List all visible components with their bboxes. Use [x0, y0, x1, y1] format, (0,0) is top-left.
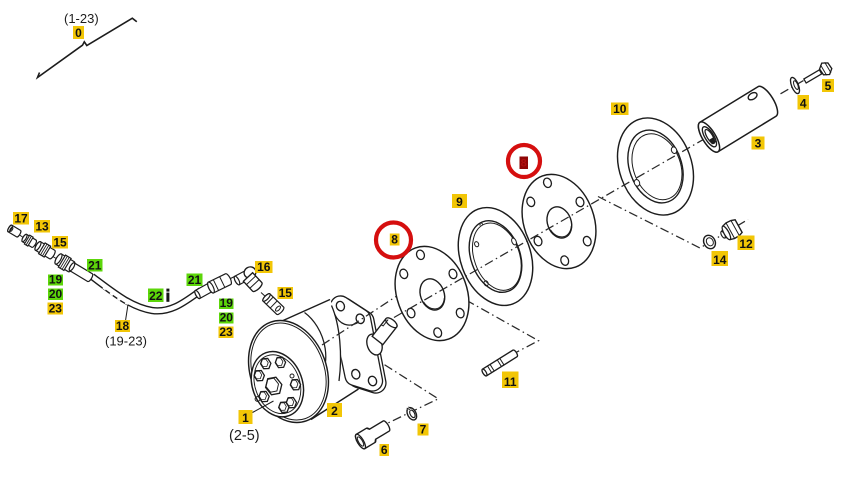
svg-text:(19-23): (19-23): [105, 334, 147, 349]
svg-text:6: 6: [381, 443, 388, 457]
svg-text:1: 1: [242, 411, 249, 425]
svg-text:16: 16: [257, 260, 271, 274]
svg-text:17: 17: [14, 211, 28, 225]
svg-text:11: 11: [504, 375, 517, 389]
svg-text:8: 8: [521, 158, 527, 170]
svg-text:9: 9: [456, 195, 463, 209]
svg-text:2: 2: [331, 404, 338, 418]
svg-text:23: 23: [219, 325, 233, 339]
svg-text:21: 21: [188, 273, 202, 287]
svg-text:23: 23: [49, 301, 63, 315]
svg-text:13: 13: [35, 219, 49, 233]
svg-text:10: 10: [613, 102, 627, 116]
svg-text:0: 0: [75, 26, 82, 40]
svg-text:20: 20: [49, 287, 63, 301]
svg-text:4: 4: [800, 96, 807, 110]
svg-text:15: 15: [279, 286, 293, 300]
svg-text:(2-5): (2-5): [229, 428, 260, 444]
svg-text:22: 22: [149, 289, 163, 303]
svg-text:12: 12: [739, 237, 753, 251]
svg-text:19: 19: [49, 272, 63, 286]
svg-text:14: 14: [713, 253, 727, 267]
svg-text:(1-23): (1-23): [64, 11, 99, 26]
svg-text:19: 19: [220, 296, 234, 310]
svg-text:18: 18: [116, 319, 130, 333]
svg-text:3: 3: [755, 136, 762, 150]
svg-text:8: 8: [391, 232, 398, 246]
svg-text:5: 5: [825, 79, 832, 93]
svg-text:21: 21: [88, 258, 102, 272]
svg-text:7: 7: [420, 422, 427, 436]
svg-text:15: 15: [53, 235, 67, 249]
svg-text:20: 20: [220, 310, 234, 324]
